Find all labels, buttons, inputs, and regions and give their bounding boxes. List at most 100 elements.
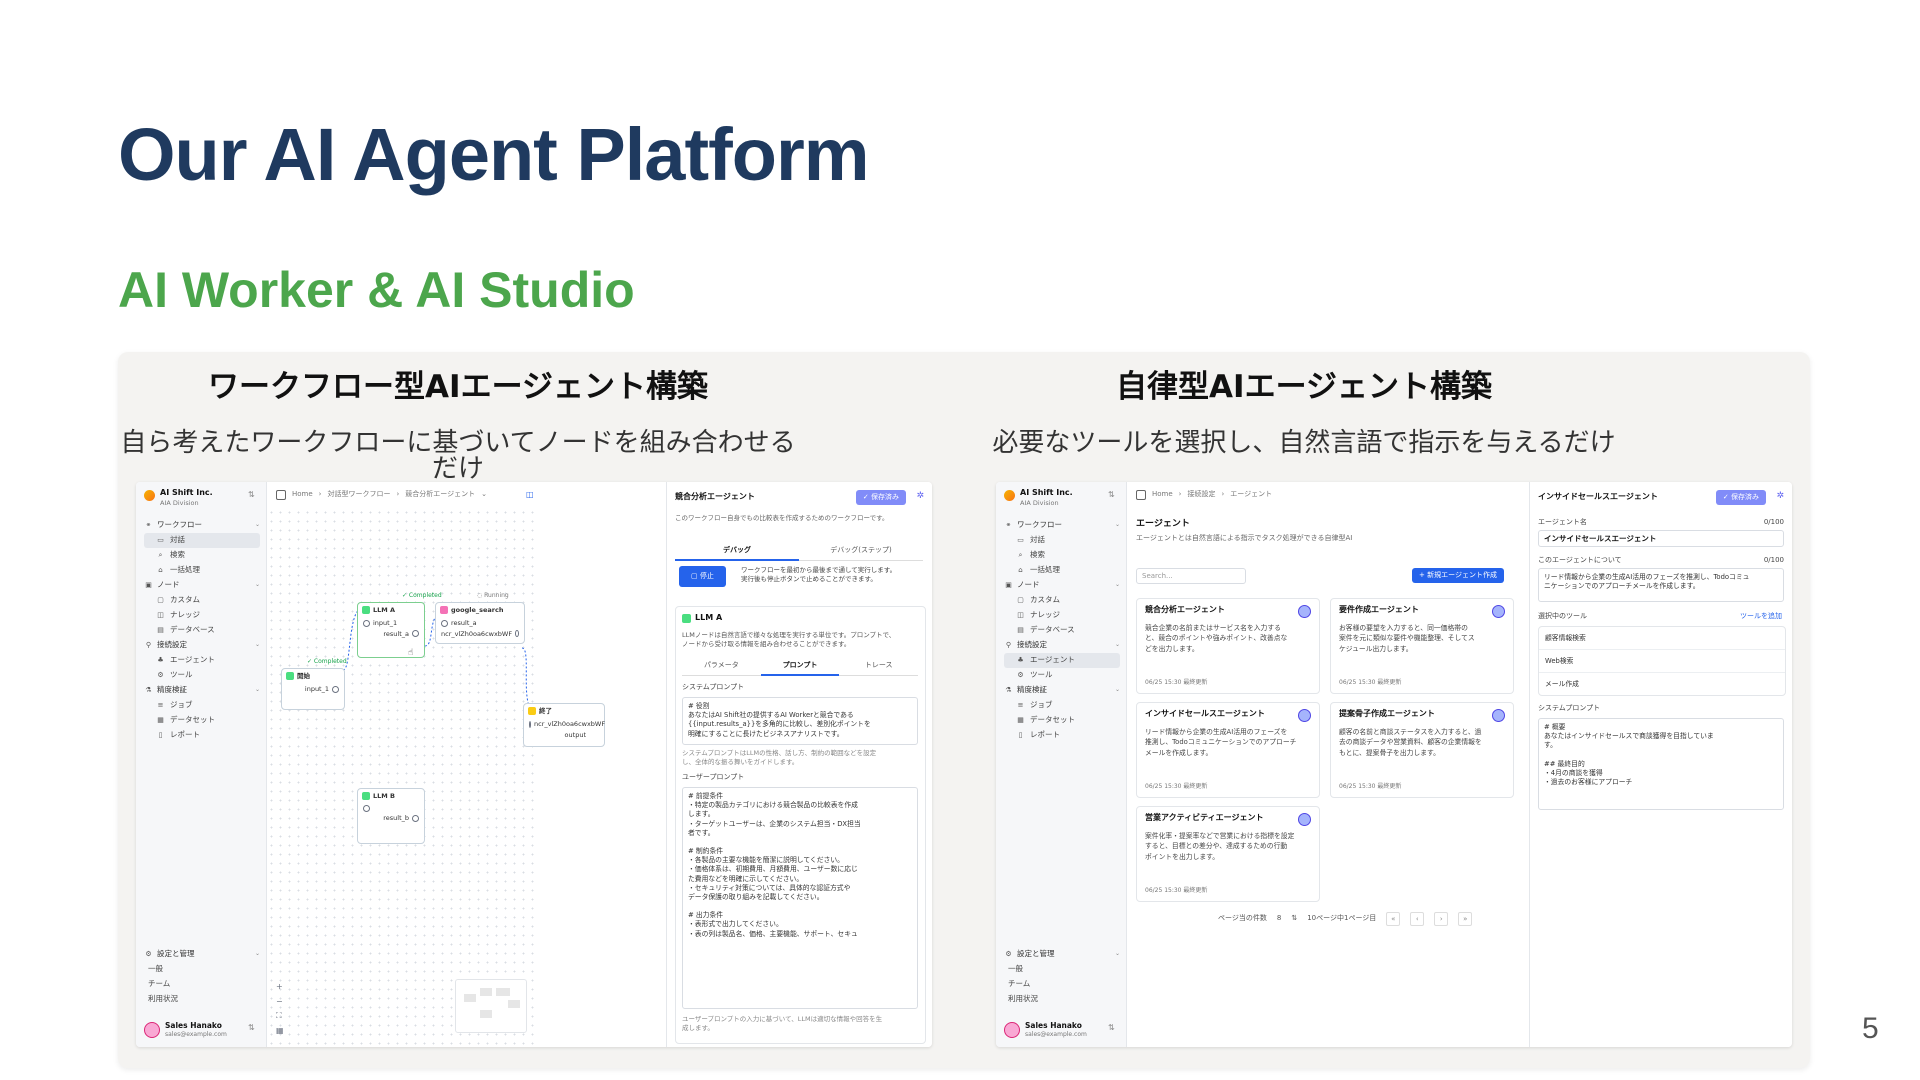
sidebar-group-workflow[interactable]: ⚭ワークフロー⌄ — [1004, 518, 1120, 533]
saved-button[interactable]: ✓ 保存済み — [1715, 490, 1766, 506]
sidebar-item-search[interactable]: ⌕検索 — [144, 548, 260, 563]
saved-button[interactable]: ✓ 保存済み — [855, 490, 906, 506]
input-port[interactable] — [363, 619, 370, 627]
end-node[interactable]: 終了 ncr_vlZh0oa6cwxbWF output — [523, 703, 605, 747]
system-prompt-input[interactable]: # 概要 あなたはインサイドセールスで商談獲得を目指していま す。 ## 最終目… — [1538, 718, 1784, 810]
about-textarea[interactable]: リード情報から企業の生成AI活用のフェーズを推測し、Todoコミュ ニケーション… — [1538, 568, 1784, 602]
search-input[interactable]: Search... — [1136, 568, 1246, 584]
sidebar-item-tool[interactable]: ⚙ツール — [144, 668, 260, 683]
tab-parameters[interactable]: パラメータ — [682, 657, 761, 677]
output-port[interactable] — [515, 630, 519, 638]
per-page-select[interactable]: 8 — [1276, 914, 1282, 923]
tool-item[interactable]: メール作成 — [1545, 680, 1579, 688]
agent-card[interactable]: 提案骨子作成エージェント 顧客の名前と商談ステータスを入力すると、過去の商談デー… — [1330, 702, 1514, 798]
stop-button[interactable]: ▢ 停止 — [679, 566, 726, 588]
input-port[interactable] — [441, 619, 448, 627]
agent-card[interactable]: 営業アクティビティエージェント 案件化率・提案率などで営業における指標を設定する… — [1136, 806, 1320, 902]
output-port[interactable] — [412, 630, 419, 638]
sidebar-group-workflow[interactable]: ⚭ワークフロー⌄ — [144, 518, 260, 533]
sidebar-item-report[interactable]: ▯レポート — [1004, 728, 1120, 743]
new-agent-button[interactable]: + 新規エージェント作成 — [1412, 568, 1504, 584]
gear-icon[interactable]: ✲ — [1776, 491, 1784, 501]
sidebar-toggle-icon[interactable] — [276, 490, 286, 500]
agent-name-input[interactable]: インサイドセールスエージェント — [1538, 530, 1784, 547]
chevron-down-icon[interactable]: ⌄ — [481, 490, 488, 499]
gear-icon[interactable]: ✲ — [916, 491, 924, 501]
sidebar-item-chat[interactable]: ▭対話 — [1004, 533, 1120, 548]
sidebar-item-database[interactable]: ▤データベース — [1004, 623, 1120, 638]
start-node[interactable]: 開始 input_1 — [281, 668, 345, 710]
prev-page-icon[interactable]: ‹ — [1410, 912, 1425, 926]
sidebar-group-settings[interactable]: ⚙設定と管理⌄ — [144, 947, 260, 962]
sidebar-item-dataset[interactable]: ▦データセット — [144, 713, 260, 728]
sidebar-item-report[interactable]: ▯レポート — [144, 728, 260, 743]
system-prompt-input[interactable]: # 役割 あなたはAI Shift社の提供するAI Workerと競合である {… — [682, 697, 918, 745]
first-page-icon[interactable]: « — [1386, 912, 1401, 926]
llm-b-node[interactable]: LLM B result_b — [357, 788, 425, 844]
sidebar-item-search[interactable]: ⌕検索 — [1004, 548, 1120, 563]
tab-trace[interactable]: トレース — [839, 657, 919, 677]
sidebar-item-tool[interactable]: ⚙ツール — [1004, 668, 1120, 683]
sidebar-item-custom[interactable]: ▢カスタム — [1004, 593, 1120, 608]
sidebar-item-dataset[interactable]: ▦データセット — [1004, 713, 1120, 728]
llm-a-node[interactable]: LLM A input_1 result_a ☝ — [357, 602, 425, 658]
google-search-node[interactable]: google_search result_a ncr_vlZh0oa6cwxbW… — [435, 602, 525, 644]
sidebar-item-agent[interactable]: ♣エージェント — [144, 653, 260, 668]
sidebar-item-chat[interactable]: ▭対話 — [144, 533, 260, 548]
sidebar-item-agent[interactable]: ♣エージェント — [1004, 653, 1120, 668]
sidebar-item-usage[interactable]: 利用状況 — [1008, 994, 1038, 1004]
tab-debug-step[interactable]: デバッグ(ステップ) — [799, 542, 923, 562]
sidebar-group-settings[interactable]: ⚙設定と管理⌄ — [1004, 947, 1120, 962]
sidebar-toggle-icon[interactable] — [1136, 490, 1146, 500]
sidebar-group-node[interactable]: ▣ノード⌄ — [144, 578, 260, 593]
tab-prompt[interactable]: プロンプト — [760, 657, 840, 677]
last-page-icon[interactable]: » — [1458, 912, 1473, 926]
org-switcher[interactable]: AI Shift Inc.AIA Division ⇅ — [1004, 488, 1115, 508]
sidebar-item-general[interactable]: 一般 — [1008, 964, 1023, 974]
sidebar-item-database[interactable]: ▤データベース — [144, 623, 260, 638]
tool-item[interactable]: Web検索 — [1539, 650, 1785, 673]
breadcrumb-connection[interactable]: 接続設定 — [1187, 490, 1216, 499]
sidebar-item-team[interactable]: チーム — [148, 979, 171, 989]
sidebar-item-custom[interactable]: ▢カスタム — [144, 593, 260, 608]
agent-card[interactable]: 競合分析エージェント 競合企業の名前またはサービス名を入力すると、競合のポイント… — [1136, 598, 1320, 694]
output-port[interactable] — [412, 814, 419, 822]
breadcrumb-workflow[interactable]: 対話型ワークフロー — [327, 490, 391, 499]
sidebar-item-batch[interactable]: ⌂一括処理 — [1004, 563, 1120, 578]
layout-icon[interactable]: ▦ — [276, 1026, 284, 1036]
sidebar-item-usage[interactable]: 利用状況 — [148, 994, 178, 1004]
sidebar-group-connection[interactable]: ⚲接続設定⌄ — [1004, 638, 1120, 653]
sidebar-item-job[interactable]: ≡ジョブ — [1004, 698, 1120, 713]
org-switcher[interactable]: AI Shift Inc.AIA Division ⇅ — [144, 488, 255, 508]
sidebar-item-team[interactable]: チーム — [1008, 979, 1031, 989]
zoom-in-icon[interactable]: + — [276, 981, 283, 991]
sidebar-group-node[interactable]: ▣ノード⌄ — [1004, 578, 1120, 593]
output-port[interactable] — [332, 685, 339, 693]
tab-debug[interactable]: デバッグ — [675, 542, 799, 562]
tool-item[interactable]: 顧客情報検索 — [1539, 627, 1785, 650]
sidebar-item-job[interactable]: ≡ジョブ — [144, 698, 260, 713]
user-prompt-input[interactable]: # 前提条件 ・特定の製品カテゴリにおける競合製品の比較表を作成 します。 ・タ… — [682, 787, 918, 1009]
panel-toggle-icon[interactable]: ◫ — [526, 490, 534, 499]
add-tool-link[interactable]: ツールを追加 — [1740, 612, 1782, 620]
sidebar-item-knowledge[interactable]: ◫ナレッジ — [1004, 608, 1120, 623]
agent-card[interactable]: インサイドセールスエージェント リード情報から企業の生成AI活用のフェーズを推測… — [1136, 702, 1320, 798]
workflow-canvas[interactable]: ✓ Completed 開始 input_1 ✓ Completed LLM A… — [267, 508, 605, 1047]
sidebar-item-general[interactable]: 一般 — [148, 964, 163, 974]
input-port[interactable] — [529, 720, 531, 728]
agent-card[interactable]: 要件作成エージェント お客様の要望を入力すると、同一価格帯の案件を元に類似な要件… — [1330, 598, 1514, 694]
sidebar-item-knowledge[interactable]: ◫ナレッジ — [144, 608, 260, 623]
breadcrumb-home[interactable]: Home — [292, 490, 313, 499]
sidebar-group-evaluation[interactable]: ⚗精度検証⌄ — [144, 683, 260, 698]
sidebar-group-connection[interactable]: ⚲接続設定⌄ — [144, 638, 260, 653]
sidebar-group-evaluation[interactable]: ⚗精度検証⌄ — [1004, 683, 1120, 698]
next-page-icon[interactable]: › — [1434, 912, 1449, 926]
breadcrumb-home[interactable]: Home — [1152, 490, 1173, 499]
zoom-out-icon[interactable]: − — [276, 996, 283, 1006]
input-port[interactable] — [363, 804, 370, 812]
sidebar-item-batch[interactable]: ⌂一括処理 — [144, 563, 260, 578]
minimap[interactable] — [455, 979, 527, 1033]
fit-view-icon[interactable]: ⛶ — [276, 1011, 282, 1021]
